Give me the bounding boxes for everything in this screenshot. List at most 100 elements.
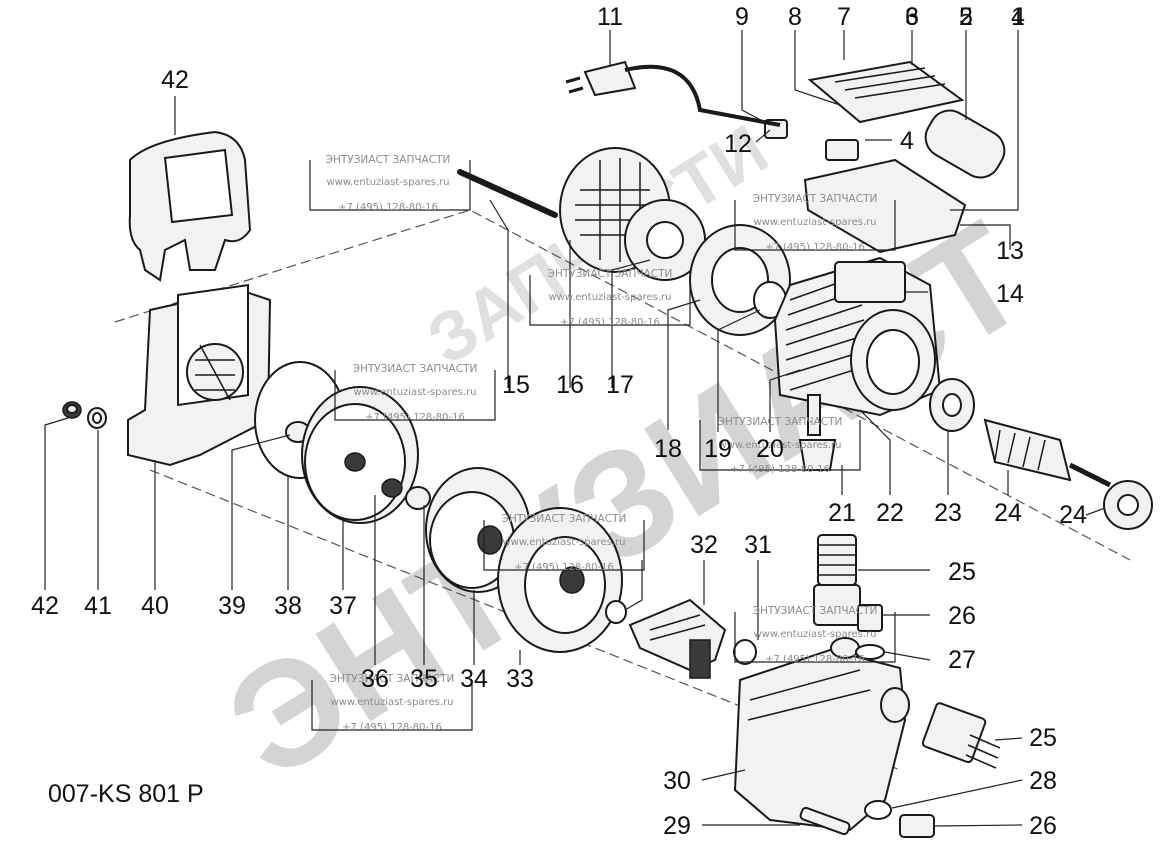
callout-number: 7 [837, 3, 851, 31]
callout-number: 31 [744, 531, 772, 559]
callout-number: 22 [876, 499, 904, 527]
watermark-stamp: ЭНТУЗИАСТ ЗАПЧАСТИ www.entuziast-spares.… [699, 416, 861, 475]
callout-number: 19 [704, 435, 732, 463]
callout-number: 18 [654, 435, 682, 463]
callout-number: 17 [606, 371, 634, 399]
callout-number: 4 [900, 127, 914, 155]
handle-part [128, 130, 252, 282]
stamp-title: ЭНТУЗИАСТ ЗАПЧАСТИ [330, 673, 455, 685]
front-bearing-part [929, 378, 975, 432]
callout-number: 6 [905, 3, 919, 31]
stamp-phone: +7 (495) 128-80-16 [765, 654, 865, 665]
watermark-stamp: ЭНТУЗИАСТ ЗАПЧАСТИ www.entuziast-spares.… [529, 268, 691, 328]
nut-part [62, 401, 82, 419]
terminal-box-cover-part [807, 60, 965, 124]
callout-number: 1 [1011, 3, 1025, 31]
callout-number: 16 [556, 371, 584, 399]
power-cord-part [565, 60, 781, 127]
callout-number: 35 [410, 665, 438, 693]
shaft-seal-part [381, 478, 403, 498]
callout-number: 14 [996, 280, 1024, 308]
washer-part [87, 407, 107, 429]
callout-number: 11 [597, 3, 623, 31]
callout-number: 9 [735, 3, 749, 31]
capacitor-part [924, 109, 1006, 179]
callout-number: 36 [361, 665, 389, 693]
callout-number: 25 [948, 558, 976, 586]
gasket-part [733, 639, 757, 665]
fan-part [624, 199, 706, 281]
stamp-phone: +7 (495) 128-80-16 [765, 242, 865, 253]
watermark-stamp: ЭНТУЗИАСТ ЗАПЧАСТИ www.entuziast-spares.… [734, 193, 896, 253]
terminal-block-part [825, 139, 859, 161]
stamp-title: ЭНТУЗИАСТ ЗАПЧАСТИ [753, 605, 878, 617]
diffuser-disc-part [301, 386, 419, 524]
callout-number: 27 [948, 646, 976, 674]
seal-ring-top-part [855, 644, 885, 660]
stamp-site: www.entuziast-spares.ru [330, 697, 453, 708]
seal-spring-part [405, 486, 431, 510]
stamp-site: www.entuziast-spares.ru [753, 629, 876, 640]
watermark-stamp: ЭНТУЗИАСТ ЗАПЧАСТИ www.entuziast-spares.… [734, 605, 896, 665]
watermark-stamp: ЭНТУЗИАСТ ЗАПЧАСТИ www.entuziast-spares.… [311, 673, 473, 733]
stamp-title: ЭНТУЗИАСТ ЗАПЧАСТИ [326, 154, 451, 166]
stamp-phone: +7 (495) 128-80-16 [365, 412, 465, 423]
callout-number: 40 [141, 592, 169, 620]
bearing-bush-part [798, 394, 837, 471]
drain-plug-bottom-part [899, 814, 935, 838]
motor-housing-part [773, 256, 942, 417]
rear-bearing-part [1103, 480, 1153, 530]
callout-number: 4 [1011, 3, 1025, 31]
ejector-part [628, 598, 727, 679]
callout-number: 21 [828, 499, 856, 527]
callout-number: 29 [663, 812, 691, 840]
stamp-site: www.entuziast-spares.ru [548, 292, 671, 303]
stamp-site: www.entuziast-spares.ru [353, 387, 476, 398]
callout-labels: 11 9 8 7 6 5 4 1 2 3 12 4 13 14 42 15 16… [31, 3, 1087, 840]
rear-housing-part [127, 284, 272, 467]
callout-number: 26 [948, 602, 976, 630]
seal-ring-bottom-part [864, 800, 892, 820]
stamp-phone: +7 (495) 128-80-16 [338, 202, 438, 213]
stamp-site: www.entuziast-spares.ru [326, 177, 449, 188]
rotor-part [983, 418, 1112, 488]
callout-number: 30 [663, 767, 691, 795]
callout-number: 3 [905, 3, 919, 31]
stamp-site: www.entuziast-spares.ru [753, 217, 876, 228]
callout-number: 8 [788, 3, 802, 31]
tie-rod-part [457, 169, 558, 218]
callout-number: 34 [460, 665, 488, 693]
stamp-phone: +7 (495) 128-80-16 [514, 562, 614, 573]
stamp-title: ЭНТУЗИАСТ ЗАПЧАСТИ [753, 193, 878, 205]
callout-number: 20 [756, 435, 784, 463]
callout-number: 24 [994, 499, 1022, 527]
callout-number: 33 [506, 665, 534, 693]
hose-connector-top-part [813, 534, 861, 626]
watermark-stamp: ЭНТУЗИАСТ ЗАПЧАСТИ www.entuziast-spares.… [483, 513, 645, 573]
callout-number: 37 [329, 592, 357, 620]
callout-number: 28 [1029, 767, 1057, 795]
pump-housing-part [733, 637, 910, 832]
callout-number: 25 [1029, 724, 1057, 752]
stamp-title: ЭНТУЗИАСТ ЗАПЧАСТИ [353, 363, 478, 375]
callout-number: 26 [1029, 812, 1057, 840]
housing-screw-part [799, 806, 851, 836]
stamp-title: ЭНТУЗИАСТ ЗАПЧАСТИ [548, 268, 673, 280]
model-label: 007-KS 801 P [48, 780, 204, 808]
leader-lines [44, 30, 1106, 827]
stamp-phone: +7 (495) 128-80-16 [730, 464, 830, 475]
callout-number: 23 [934, 499, 962, 527]
callout-number: 2 [959, 3, 973, 31]
stage-diffuser-part [497, 507, 623, 653]
callout-number: 15 [502, 371, 530, 399]
callout-number: 13 [996, 237, 1024, 265]
assembly-axis-upper [114, 209, 1131, 561]
callout-number: 41 [84, 592, 112, 620]
stamp-title: ЭНТУЗИАСТ ЗАПЧАСТИ [718, 416, 843, 428]
callout-number: 5 [959, 3, 973, 31]
stamp-site: www.entuziast-spares.ru [718, 440, 841, 451]
small-o-ring-part [605, 600, 627, 624]
callout-number: 12 [724, 130, 752, 158]
terminal-box-part [803, 158, 967, 254]
